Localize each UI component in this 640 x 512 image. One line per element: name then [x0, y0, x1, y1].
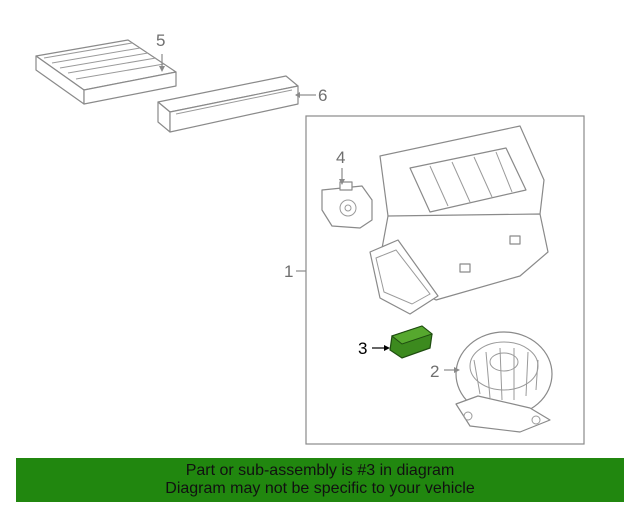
info-banner: Part or sub-assembly is #3 in diagram Di…: [16, 458, 624, 502]
part-3-resistor-highlighted: [389, 325, 434, 359]
callout-2: 2: [430, 362, 439, 381]
callout-1: 1: [284, 262, 293, 281]
part-6-cover: [157, 75, 299, 133]
leader-arrow-6: [295, 92, 300, 98]
leader-arrow-2: [454, 367, 460, 373]
leader-arrow-4: [339, 179, 345, 185]
callout-5: 5: [156, 31, 165, 50]
part-4-actuator: [321, 181, 373, 229]
part-5-filter: [35, 39, 177, 105]
callout-3: 3: [358, 339, 367, 358]
callout-6: 6: [318, 86, 327, 105]
part-2-blower-motor: [455, 331, 553, 433]
leader-arrow-3: [384, 345, 390, 351]
assembly-box: [305, 115, 585, 445]
leader-arrow-5: [159, 66, 165, 72]
callout-4: 4: [336, 148, 345, 167]
banner-line-2: Diagram may not be specific to your vehi…: [165, 480, 475, 497]
part-1-housing: [369, 125, 549, 315]
banner-line-1: Part or sub-assembly is #3 in diagram: [185, 462, 455, 479]
